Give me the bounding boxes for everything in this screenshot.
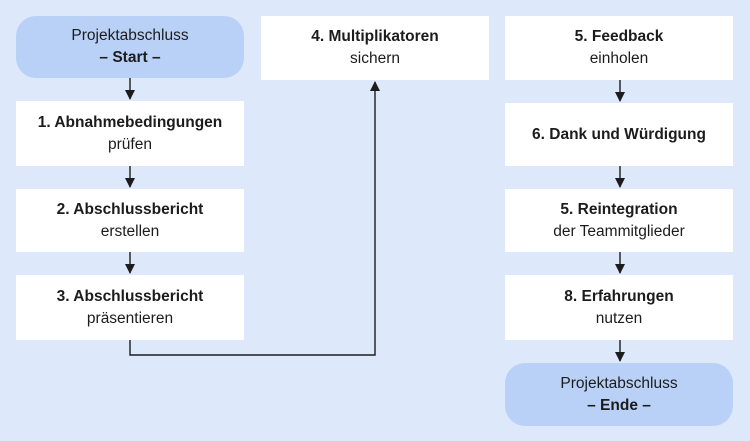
step-1-title: 1. Abnahmebedingungen xyxy=(37,113,223,131)
step-1-subtitle: prüfen xyxy=(108,135,152,153)
start-node-label: Projektabschluss xyxy=(71,27,189,44)
step-6-box: 6. Dank und Würdigung xyxy=(505,103,733,166)
step-5-reintegration-box: 5. Reintegration der Teammitglieder xyxy=(505,189,733,252)
step-4-box: 4. Multiplikatoren sichern xyxy=(261,16,489,80)
step-2-subtitle: erstellen xyxy=(100,222,160,240)
end-node: Projektabschluss – Ende – xyxy=(505,363,733,426)
step-6-title: 6. Dank und Würdigung xyxy=(532,125,706,143)
step-8-box: 8. Erfahrungen nutzen xyxy=(505,275,733,340)
step-4-subtitle: sichern xyxy=(350,50,400,67)
step-5-feedback-subtitle: einholen xyxy=(589,50,649,67)
step-5-feedback-title: 5. Feedback xyxy=(574,28,664,45)
step-3-title: 3. Abschlussbericht xyxy=(56,287,204,305)
end-node-label: Projektabschluss xyxy=(560,374,678,392)
arrow-step3-to-step4 xyxy=(129,81,380,356)
step-5-reintegration-subtitle: der Teammitglieder xyxy=(553,222,685,240)
start-node: Projektabschluss – Start – xyxy=(16,16,244,78)
start-node-sublabel: – Start – xyxy=(99,49,161,66)
step-2-box: 2. Abschlussbericht erstellen xyxy=(16,189,244,252)
step-1-box: 1. Abnahmebedingungen prüfen xyxy=(16,101,244,166)
step-8-subtitle: nutzen xyxy=(595,309,643,327)
step-8-title: 8. Erfahrungen xyxy=(564,287,674,305)
end-node-sublabel: – Ende – xyxy=(587,396,651,414)
step-5-reintegration-title: 5. Reintegration xyxy=(560,200,678,218)
step-5-feedback-box: 5. Feedback einholen xyxy=(505,16,733,80)
step-3-subtitle: präsentieren xyxy=(86,309,174,327)
step-2-title: 2. Abschlussbericht xyxy=(56,200,204,218)
step-3-box: 3. Abschlussbericht präsentieren xyxy=(16,275,244,340)
step-4-title: 4. Multiplikatoren xyxy=(311,28,439,45)
